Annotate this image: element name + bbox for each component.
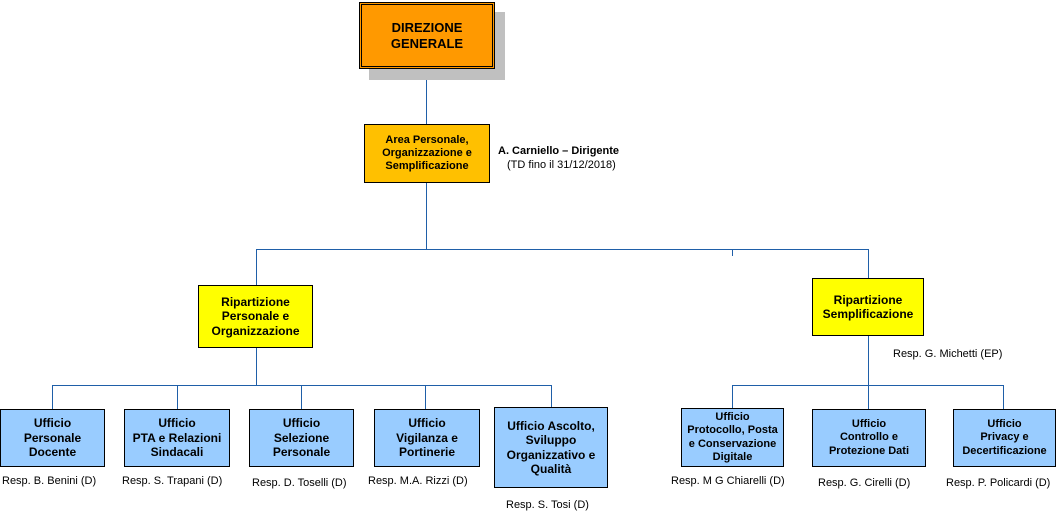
connector-ufficio1-3 [301, 385, 302, 409]
ufficio-protocollo-box: Ufficio Protocollo, Posta e Conservazion… [681, 408, 784, 467]
connector-ufficio1-1 [52, 385, 53, 409]
connector-rip2-down [868, 335, 869, 385]
connector-ufficio2-3 [1003, 385, 1004, 409]
connector-rip1-up [256, 249, 257, 285]
connector-ufficio1-4 [425, 385, 426, 409]
connector-direzione-area [426, 68, 427, 124]
ufficio-controllo-resp: Resp. G. Cirelli (D) [818, 477, 911, 489]
connector-ufficio1-2 [177, 385, 178, 409]
area-manager: A. Carniello – Dirigente [498, 145, 620, 157]
ufficio-pta-box: Ufficio PTA e Relazioni Sindacali [124, 409, 230, 467]
ufficio-vigilanza-box: Ufficio Vigilanza e Portinerie [374, 409, 480, 467]
direzione-generale-box: DIREZIONE GENERALE [359, 2, 495, 69]
connector-rip2-up [868, 249, 869, 278]
ufficio-vigilanza-resp: Resp. M.A. Rizzi (D) [368, 475, 468, 487]
connector-ufficio2-1 [732, 385, 733, 408]
ufficio-ascolto-box: Ufficio Ascolto, Sviluppo Organizzativo … [494, 407, 608, 488]
area-manager-note: (TD fino il 31/12/2018) [507, 159, 616, 171]
ufficio-privacy-resp: Resp. P. Policardi (D) [946, 477, 1051, 489]
ufficio-personale-docente-box: Ufficio Personale Docente [0, 409, 105, 467]
connector-ufficio2-2 [868, 385, 869, 409]
ufficio-personale-docente-resp: Resp. B. Benini (D) [2, 475, 97, 487]
connector-area-down [426, 182, 427, 250]
ufficio-selezione-box: Ufficio Selezione Personale [249, 409, 354, 467]
connector-bus-tick [732, 250, 733, 256]
ufficio-pta-resp: Resp. S. Trapani (D) [122, 475, 223, 487]
area-box: Area Personale, Organizzazione e Semplif… [364, 124, 490, 183]
connector-rip1-down [256, 347, 257, 386]
connector-uffici1-bus [52, 385, 552, 386]
ufficio-privacy-box: Ufficio Privacy e Decertificazione [953, 409, 1056, 467]
ripartizione-semplificazione-resp: Resp. G. Michetti (EP) [893, 348, 1003, 360]
ufficio-selezione-resp: Resp. D. Toselli (D) [252, 477, 347, 489]
connector-ripartizioni-bus [256, 249, 868, 250]
ufficio-protocollo-resp: Resp. M G Chiarelli (D) [671, 475, 785, 487]
ripartizione-semplificazione-box: Ripartizione Semplificazione [812, 278, 924, 336]
connector-ufficio1-5 [551, 385, 552, 407]
ripartizione-personale-box: Ripartizione Personale e Organizzazione [198, 285, 313, 348]
ufficio-ascolto-resp: Resp. S. Tosi (D) [506, 499, 589, 511]
ufficio-controllo-box: Ufficio Controllo e Protezione Dati [812, 409, 926, 467]
